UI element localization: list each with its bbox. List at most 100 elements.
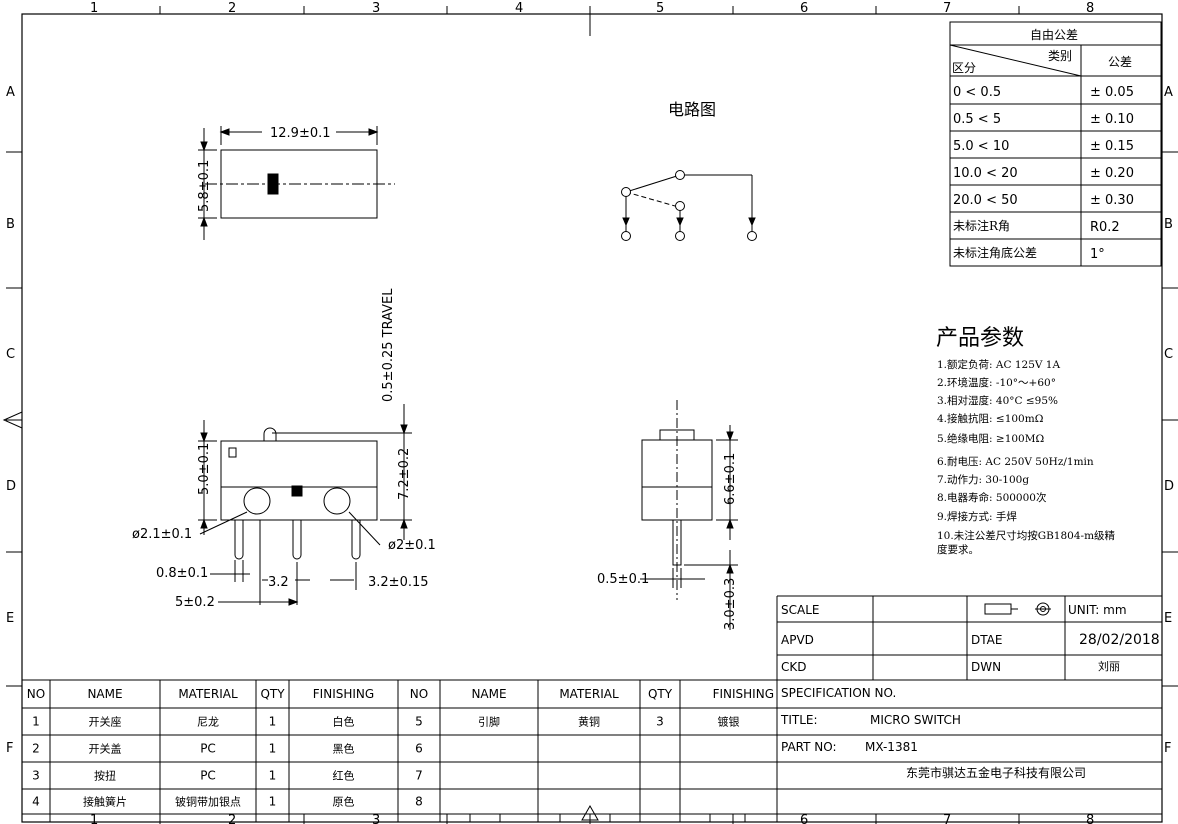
bom-cell: 尼龙 <box>197 716 219 729</box>
row-f: F <box>6 741 13 756</box>
row-b: B <box>6 217 15 232</box>
top-height-dim: 5.8±0.1 <box>197 160 212 212</box>
param-10-cont: 度要求。 <box>937 543 979 556</box>
bom-cell: 开关盖 <box>89 742 122 756</box>
bom-header-0: NO <box>27 687 45 701</box>
col-2: 2 <box>228 1 236 16</box>
tol-value-1: ± 0.05 <box>1090 85 1134 100</box>
title-value: MICRO SWITCH <box>870 713 961 727</box>
col-7-bottom: 7 <box>943 813 951 824</box>
pin-width-dim: 0.8±0.1 <box>156 566 208 581</box>
tol-value-7: 1° <box>1090 247 1105 262</box>
bom-header-3: QTY <box>260 687 285 701</box>
row-f-right: F <box>1164 741 1171 756</box>
ckd-label: CKD <box>781 660 807 674</box>
bom-cell: 5 <box>415 715 423 729</box>
params-title: 产品参数 <box>936 326 1024 351</box>
part-label: PART NO: <box>781 740 837 754</box>
param-2: 2.环境温度: -10°～+60° <box>937 376 1056 389</box>
tolerance-table <box>949 21 1162 267</box>
tol-value-3: ± 0.15 <box>1090 139 1134 154</box>
side-height-dim: 6.6±0.1 <box>723 453 738 505</box>
tol-range-1: 0 < 0.5 <box>953 85 1001 100</box>
col-7: 7 <box>943 1 951 16</box>
part-value: MX-1381 <box>865 740 918 754</box>
hole-left-dim: ø2.1±0.1 <box>132 527 192 542</box>
bom-cell: 镀银 <box>718 715 740 729</box>
pitch-dim: 3.2±0.15 <box>368 575 429 590</box>
bom-cell: 7 <box>415 769 423 783</box>
bom-cell: 接触簧片 <box>83 795 127 809</box>
tol-range-2: 0.5 < 5 <box>953 112 1001 127</box>
bom-header-7: MATERIAL <box>559 687 619 701</box>
bom-cell: PC <box>200 742 216 756</box>
bom-header-9: FINISHING <box>713 687 774 701</box>
col-6-bottom: 6 <box>800 813 808 824</box>
apvd-label: APVD <box>781 633 814 647</box>
param-3: 3.相对湿度: 40°C ≤95% <box>937 394 1058 407</box>
param-9: 9.焊接方式: 手焊 <box>937 510 1017 523</box>
bom-cell: 引脚 <box>478 715 500 729</box>
bom-cell: 1 <box>269 715 277 729</box>
date-label: DTAE <box>971 633 1002 647</box>
tol-value-6: R0.2 <box>1090 220 1120 235</box>
bom-header-6: NAME <box>471 687 506 701</box>
param-8: 8.电器寿命: 500000次 <box>937 491 1047 504</box>
spec-label: SPECIFICATION NO. <box>781 686 896 700</box>
col-1: 1 <box>90 1 98 16</box>
bom-header-2: MATERIAL <box>178 687 238 701</box>
bom-cell: 开关座 <box>89 715 122 729</box>
bom-cell: 黄铜 <box>578 715 600 729</box>
tol-value-5: ± 0.30 <box>1090 193 1134 208</box>
circuit-diagram <box>621 170 757 241</box>
bom-cell: PC <box>200 769 216 783</box>
tol-range-5: 20.0 < 50 <box>953 193 1018 208</box>
bom-cell: 3 <box>656 715 664 729</box>
company-name: 东莞市骐达五金电子科技有限公司 <box>906 765 1086 780</box>
bom-cell: 黑色 <box>333 742 355 756</box>
title-block <box>776 595 1162 822</box>
param-4: 4.接触抗阻: ≤100mΩ <box>937 412 1044 425</box>
zone-ticks <box>6 6 1178 824</box>
bom-cell: 2 <box>32 742 40 756</box>
bom-header-4: FINISHING <box>313 687 374 701</box>
pitch-small-dim: 3.2 <box>268 575 289 590</box>
date-value: 28/02/2018 <box>1079 632 1160 648</box>
front-height-dim: 5.0±0.1 <box>197 443 212 495</box>
bom-cell: 6 <box>415 742 423 756</box>
bom-cell: 白色 <box>333 715 355 729</box>
dwn-label: DWN <box>971 660 1001 674</box>
top-width-dim: 12.9±0.1 <box>270 126 331 141</box>
dwn-value: 刘丽 <box>1098 660 1120 673</box>
col-5: 5 <box>656 1 664 16</box>
side-view <box>640 400 738 630</box>
front-view <box>198 404 412 606</box>
bom-header-8: QTY <box>648 687 673 701</box>
col-3: 3 <box>372 1 380 16</box>
param-5: 5.绝缘电阻: ≥100MΩ <box>937 432 1044 445</box>
bom-cell: 按扭 <box>94 769 116 783</box>
travel-dim: 0.5±0.25 TRAVEL <box>381 288 396 402</box>
tol-title: 自由公差 <box>1030 28 1078 42</box>
param-7: 7.动作力: 30-100g <box>937 473 1029 486</box>
col-3-bottom: 3 <box>372 813 380 824</box>
row-d-right: D <box>1164 479 1174 494</box>
col-1-bottom: 1 <box>90 813 98 824</box>
tol-header-zone: 区分 <box>952 61 976 75</box>
bom-cell: 1 <box>269 795 277 809</box>
tol-range-7: 未标注角底公差 <box>953 245 1037 260</box>
tol-value-4: ± 0.20 <box>1090 166 1134 181</box>
scale-label: SCALE <box>781 603 819 617</box>
row-d: D <box>6 479 16 494</box>
col-8: 8 <box>1086 1 1094 16</box>
bom-header-1: NAME <box>87 687 122 701</box>
bom-cell: 4 <box>32 795 40 809</box>
param-10: 10.未注公差尺寸均按GB1804-m级精 <box>937 529 1116 542</box>
bom-table <box>22 679 1162 822</box>
bom-cell: 1 <box>269 769 277 783</box>
row-b-right: B <box>1164 217 1173 232</box>
tol-header-category: 类别 <box>1048 49 1072 63</box>
param-6: 6.耐电压: AC 250V 50Hz/1min <box>937 455 1094 468</box>
bom-cell: 3 <box>32 769 40 783</box>
bom-cell: 8 <box>415 795 423 809</box>
